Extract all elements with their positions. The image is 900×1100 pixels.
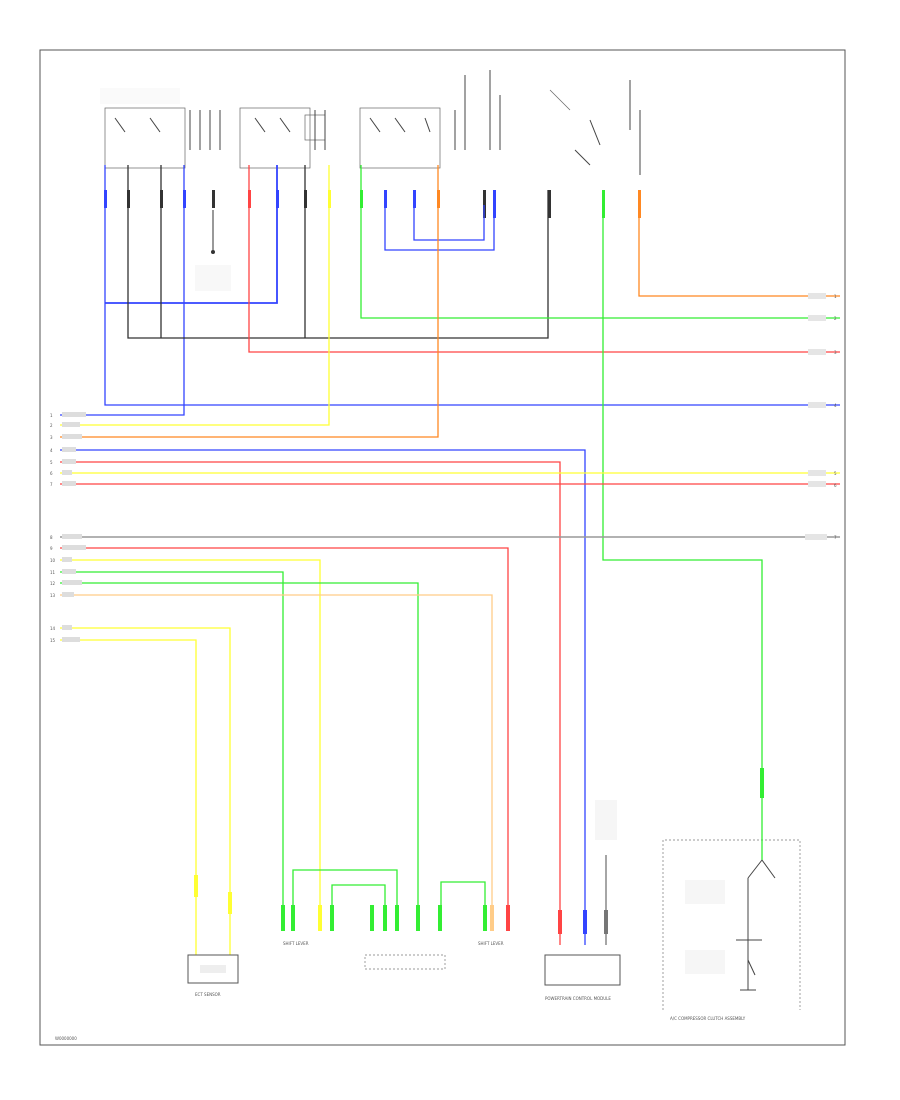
center-switch-unit: [364, 905, 446, 970]
right-pin-7: 7: [834, 535, 837, 540]
shift-lever-left-label: SHIFT LEVER: [283, 941, 309, 946]
mid-bus: [60, 449, 840, 945]
left-pin-4: 4: [50, 448, 53, 453]
left-pin-8: 8: [50, 535, 53, 540]
right-pin-4: 4: [834, 403, 837, 408]
powertrain-control-module: [544, 800, 621, 986]
left-pin-5: 5: [50, 460, 53, 465]
powertrain-control-module-label: POWERTRAIN CONTROL MODULE: [545, 996, 611, 1001]
left-pin-6: 6: [50, 471, 53, 476]
left-pin-15: 15: [50, 638, 56, 643]
right-pin-5: 5: [834, 471, 837, 476]
left-pin-7: 7: [50, 482, 53, 487]
right-pin-1: 1: [834, 294, 837, 299]
left-pin-3: 3: [50, 435, 53, 440]
top-switch-group-2: [239, 107, 326, 169]
left-pin-numbers: 1 2 3 4 5 6 7 8 9 10 11 12 13 14 15: [50, 413, 56, 643]
top-switch-group-1: [100, 88, 221, 169]
right-pin-numbers: 1 2 3 4 5 6 7: [834, 294, 837, 540]
ac-compressor-clutch-assembly-label: A/C COMPRESSOR CLUTCH ASSEMBLY: [670, 1016, 746, 1021]
right-pin-2: 2: [834, 316, 837, 321]
top-relay-group: [489, 70, 641, 175]
left-pin-2: 2: [50, 423, 53, 428]
component-labels: W0000000 A/C COMPRESSOR CLUTCH ASSEMBLY …: [55, 941, 746, 1041]
right-pin-3: 3: [834, 350, 837, 355]
left-pin-10: 10: [50, 558, 56, 563]
right-pin-6: 6: [834, 483, 837, 488]
left-pin-1: 1: [50, 413, 53, 418]
left-pin-11: 11: [50, 570, 56, 575]
left-pin-14: 14: [50, 626, 56, 631]
shift-lever-right: [440, 881, 510, 931]
top-wiring: [60, 165, 840, 770]
right-pin-markers: [805, 293, 827, 540]
shift-lever-left: [281, 869, 398, 931]
top-switch-group-3: [359, 75, 466, 169]
ect-sensor-label: ECT SENSOR: [195, 992, 221, 997]
shift-lever-right-label: SHIFT LEVER: [478, 941, 504, 946]
left-pin-13: 13: [50, 593, 56, 598]
left-label-ticks: [62, 412, 86, 642]
ect-sensor: [187, 875, 239, 984]
footer-code: W0000000: [55, 1036, 77, 1041]
left-pin-9: 9: [50, 546, 53, 551]
ac-compressor-clutch-assembly: [662, 768, 801, 1010]
left-pin-12: 12: [50, 581, 56, 586]
sensor-ground: [195, 210, 231, 291]
diagram-frame: [39, 49, 846, 1046]
